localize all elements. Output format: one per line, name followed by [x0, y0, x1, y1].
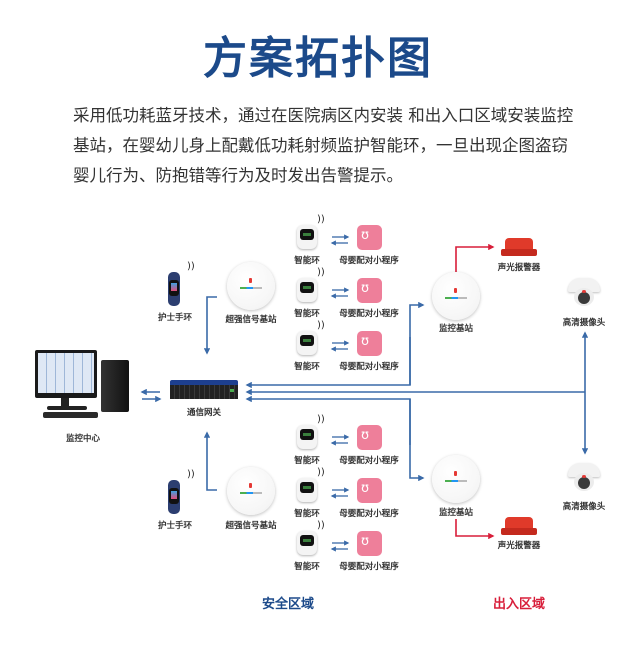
top-nurse-band-label: 护士手环	[157, 313, 192, 323]
bottom-strong-base-station-icon	[227, 467, 275, 515]
smart-ring-icon	[297, 331, 317, 355]
bottom-nurse-band-icon	[165, 480, 185, 514]
smart-ring-label: 智能环	[294, 456, 320, 466]
bottom-camera-icon	[568, 463, 600, 493]
wifi-signal-icon: ))	[187, 261, 195, 272]
description: 采用低功耗蓝牙技术，通过在医院病区内安装 和出入口区域安装监控基站，在婴幼儿身上…	[73, 106, 574, 185]
baby-feet-icon[interactable]: ʊ	[357, 425, 382, 450]
gateway-device-icon	[170, 380, 238, 402]
smart-ring-icon	[297, 531, 317, 555]
safe-zone-label: 安全区域	[262, 597, 315, 612]
top-camera-label: 高清摄像头	[562, 318, 606, 328]
bottom-monitor-base-station-label: 监控基站	[438, 508, 473, 518]
top-strong-base-station-icon	[227, 262, 275, 310]
wifi-signal-icon: ))	[187, 469, 195, 480]
baby-feet-icon[interactable]: ʊ	[357, 225, 382, 250]
top-monitor-base-station-icon	[432, 272, 480, 320]
smart-ring-label: 智能环	[294, 509, 320, 519]
smart-ring-label: 智能环	[294, 256, 320, 266]
baby-feet-icon[interactable]: ʊ	[357, 478, 382, 503]
bottom-alarm-icon	[501, 517, 537, 537]
pairing-app-label: 母婴配对小程序	[339, 309, 399, 319]
line-bottom-base-to-gateway	[203, 431, 217, 491]
top-monitor-base-station-label: 监控基站	[438, 324, 473, 334]
line-bottom-base-to-alarm	[455, 519, 495, 540]
monitor-center-computer-icon	[33, 350, 133, 420]
pairing-app-label: 母婴配对小程序	[339, 509, 399, 519]
smart-ring-icon	[297, 425, 317, 449]
bottom-nurse-band-label: 护士手环	[157, 521, 192, 531]
top-alarm-icon	[501, 238, 537, 258]
bottom-alarm-label: 声光报警器	[497, 541, 541, 551]
pairing-app-label: 母婴配对小程序	[339, 256, 399, 266]
wifi-signal-icon: ))	[317, 414, 325, 425]
bottom-camera-label: 高清摄像头	[562, 502, 606, 512]
line-to-bottom-monitor-base	[409, 399, 425, 482]
line-to-top-monitor-base	[409, 301, 425, 385]
top-strong-base-station-label: 超强信号基站	[225, 315, 277, 325]
bottom-strong-base-station-label: 超强信号基站	[225, 521, 277, 531]
wifi-signal-icon: ))	[317, 320, 325, 331]
wifi-signal-icon: ))	[317, 267, 325, 278]
page-title: 方案拓扑图	[203, 33, 433, 84]
pairing-app-label: 母婴配对小程序	[339, 562, 399, 572]
smart-ring-icon	[297, 478, 317, 502]
smart-ring-icon	[297, 278, 317, 302]
top-nurse-band-icon	[165, 272, 185, 306]
baby-feet-icon[interactable]: ʊ	[357, 278, 382, 303]
baby-feet-icon[interactable]: ʊ	[357, 331, 382, 356]
wifi-signal-icon: ))	[317, 520, 325, 531]
gateway-label: 通信网关	[186, 408, 221, 418]
monitor-center-label: 监控中心	[65, 434, 100, 444]
top-camera-icon	[568, 278, 600, 308]
bottom-monitor-base-station-icon	[432, 455, 480, 503]
top-alarm-label: 声光报警器	[497, 263, 541, 273]
wifi-signal-icon: ))	[317, 467, 325, 478]
smart-ring-label: 智能环	[294, 362, 320, 372]
pairing-app-label: 母婴配对小程序	[339, 456, 399, 466]
wifi-signal-icon: ))	[317, 214, 325, 225]
line-top-base-to-gateway	[203, 296, 217, 355]
smart-ring-icon	[297, 225, 317, 249]
smart-ring-label: 智能环	[294, 562, 320, 572]
smart-ring-label: 智能环	[294, 309, 320, 319]
line-top-base-to-alarm	[455, 243, 495, 272]
pairing-app-label: 母婴配对小程序	[339, 362, 399, 372]
baby-feet-icon[interactable]: ʊ	[357, 531, 382, 556]
exit-zone-label: 出入区域	[493, 597, 546, 612]
